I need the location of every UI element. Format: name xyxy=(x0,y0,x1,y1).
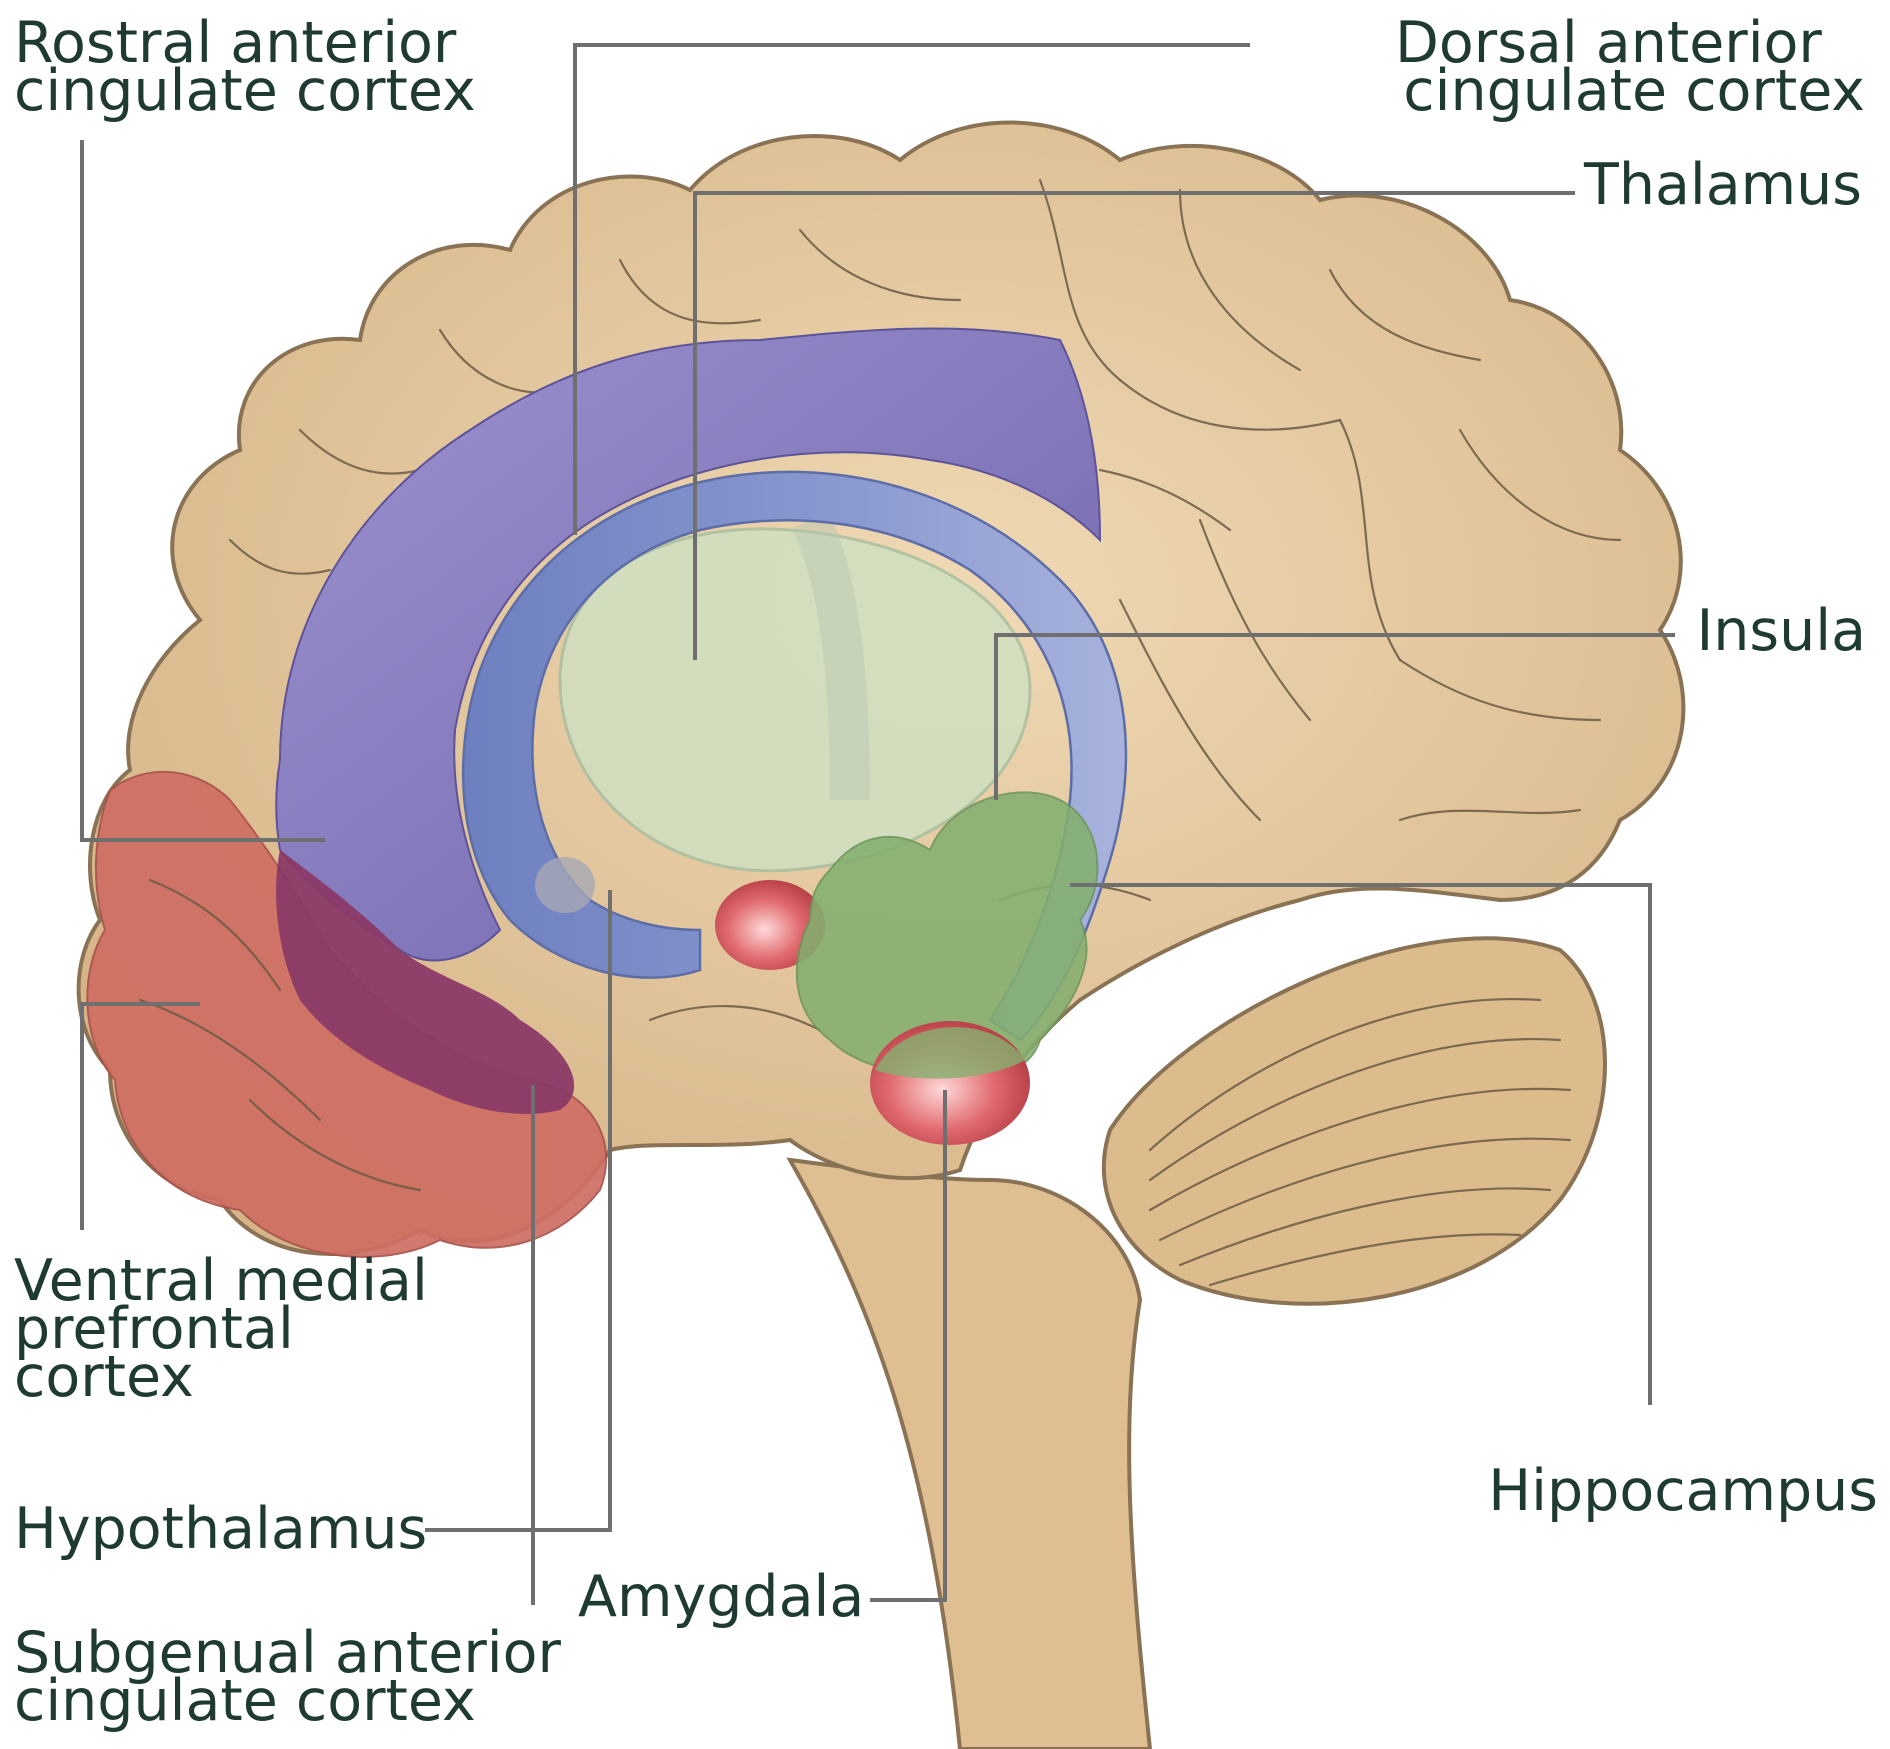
label-insula: Insula xyxy=(1696,598,1866,664)
red-nucleus xyxy=(715,880,825,970)
insula-region xyxy=(795,791,1099,1075)
label-dorsal-acc: Dorsal anterior cingulate cortex xyxy=(1395,10,1865,124)
label-rostral-acc: Rostral anterior cingulate cortex xyxy=(14,10,476,124)
leader-dorsal-acc xyxy=(573,43,1250,535)
label-hippocampus: Hippocampus xyxy=(1488,1458,1878,1524)
label-thalamus: Thalamus xyxy=(1583,152,1862,218)
label-hypothalamus: Hypothalamus xyxy=(14,1496,427,1562)
acc-region xyxy=(275,327,1102,962)
leader-hippocampus xyxy=(1070,883,1652,1405)
leader-vmpfc xyxy=(80,1002,200,1230)
leader-thalamus xyxy=(693,191,1575,660)
hypothalamus-region xyxy=(535,857,595,913)
thalamus-region xyxy=(558,511,1032,873)
label-vmpfc: Ventral medial prefrontal cortex xyxy=(14,1248,446,1410)
leader-rostral-acc xyxy=(80,140,325,842)
leader-amygdala xyxy=(870,1090,947,1602)
subgenual-acc-region xyxy=(276,850,575,1114)
leader-hypothalamus xyxy=(425,890,612,1532)
cerebellum xyxy=(1101,936,1607,1306)
label-amygdala: Amygdala xyxy=(578,1564,864,1630)
brain-stem xyxy=(786,1157,1153,1749)
labels: Rostral anterior cingulate cortex Dorsal… xyxy=(14,10,1878,1734)
label-subgenual-acc: Subgenual anterior cingulate cortex xyxy=(14,1620,579,1734)
leader-insula xyxy=(994,633,1675,800)
amygdala-region xyxy=(870,1021,1030,1145)
leader-lines xyxy=(80,43,1675,1605)
